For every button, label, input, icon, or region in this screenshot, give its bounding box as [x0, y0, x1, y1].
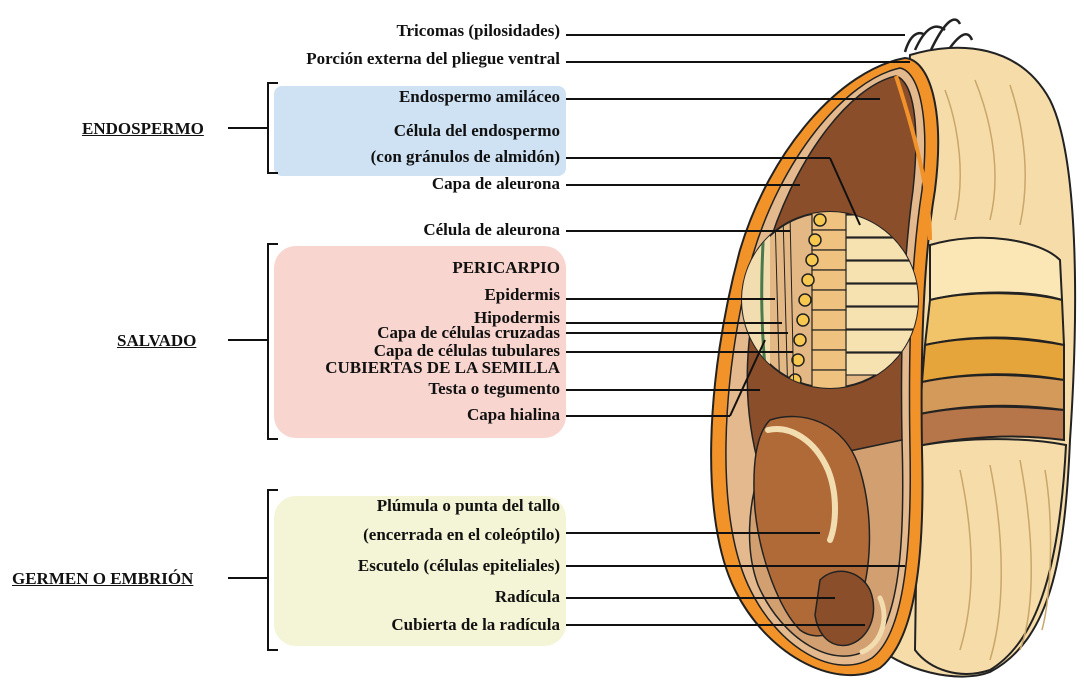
label-tubulares: Capa de células tubulares [374, 342, 560, 359]
label-porcion: Porción externa del pliegue ventral [306, 50, 560, 67]
label-pericarpio: PERICARPIO [452, 259, 560, 276]
label-celula-endospermo-2: (con gránulos de almidón) [371, 148, 560, 165]
label-testa: Testa o tegumento [428, 380, 560, 397]
husk-lower [915, 439, 1066, 674]
radicle [815, 571, 874, 645]
section-endospermo: ENDOSPERMO [82, 119, 204, 139]
label-hialina: Capa hialina [467, 406, 560, 423]
label-epidermis: Epidermis [484, 286, 560, 303]
label-cruzadas: Capa de células cruzadas [377, 324, 560, 341]
label-endospermo-amilaceo: Endospermo amiláceo [399, 88, 560, 105]
label-plumula-2: (encerrada en el coleóptilo) [363, 526, 560, 543]
label-tricomas: Tricomas (pilosidades) [396, 22, 560, 39]
section-germen: GERMEN O EMBRIÓN [12, 569, 193, 589]
label-cubiertas: CUBIERTAS DE LA SEMILLA [325, 359, 560, 376]
label-celula-aleurona: Célula de aleurona [423, 221, 560, 238]
label-cubierta-radicula: Cubierta de la radícula [391, 616, 560, 633]
label-capa-aleurona: Capa de aleurona [432, 175, 560, 192]
section-brackets [228, 83, 278, 650]
label-escutelo: Escutelo (células epiteliales) [358, 557, 560, 574]
label-plumula-1: Plúmula o punta del tallo [377, 497, 560, 514]
label-radicula: Radícula [495, 588, 560, 605]
section-salvado: SALVADO [117, 331, 196, 351]
label-celula-endospermo-1: Célula del endospermo [394, 122, 560, 139]
